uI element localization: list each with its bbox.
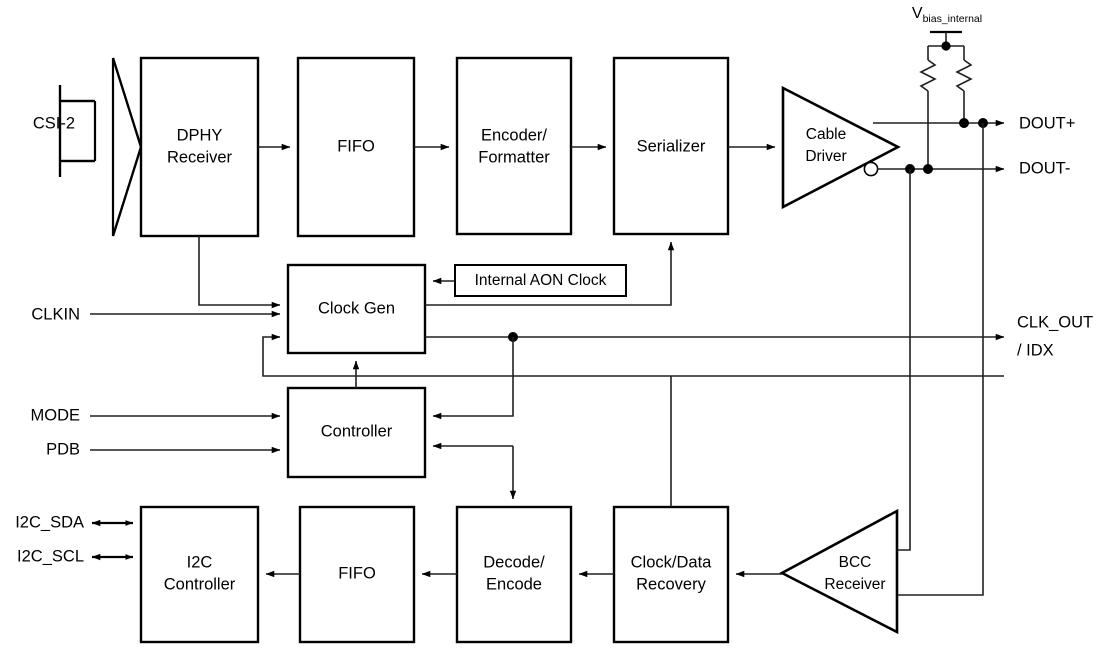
cable-driver-inverting-bubble <box>863 161 879 177</box>
block-decode-encode-label-2: Encode <box>486 575 542 593</box>
block-clock-data-recovery-label-2: Recovery <box>636 575 706 593</box>
block-clock-gen <box>286 263 427 355</box>
port-label-dout-minus: DOUT- <box>1019 159 1070 177</box>
amplifier-bcc-receiver <box>779 508 899 635</box>
block-dphy-receiver-label-1: DPHY <box>177 126 223 144</box>
wire-clkout-branch-to-controller <box>432 337 514 420</box>
block-i2c-controller-label-2: Controller <box>164 575 236 593</box>
block-clock-gen-label-1: Clock Gen <box>318 299 395 317</box>
block-fifo-bottom <box>298 505 416 644</box>
block-i2c-controller <box>139 505 260 644</box>
block-dphy-receiver-label-2: Receiver <box>167 148 233 166</box>
block-serializer <box>612 56 730 236</box>
port-label-i2c-scl: I2C_SCL <box>17 547 84 565</box>
block-fifo-bottom-label-1: FIFO <box>338 564 376 582</box>
block-fifo-top-label-1: FIFO <box>337 137 375 155</box>
resistor-right <box>955 59 973 92</box>
block-internal-aon-clock <box>454 264 627 297</box>
port-label-dout-plus: DOUT+ <box>1019 114 1075 132</box>
port-label-i2c-sda: I2C_SDA <box>15 513 84 531</box>
port-label-pdb: PDB <box>46 440 80 458</box>
wire-dphy-to-clockgen <box>198 236 281 309</box>
bias-network <box>919 30 973 169</box>
port-label-mode: MODE <box>31 406 81 424</box>
wire-clockgen-to-serializer <box>425 241 675 306</box>
port-label-csi2: CSI-2 <box>33 114 75 132</box>
block-decode-encode-label-1: Decode/ <box>483 553 545 571</box>
block-controller <box>286 386 427 479</box>
block-encoder-formatter-label-2: Formatter <box>478 148 550 166</box>
amplifier-bcc-receiver-label-2: Receiver <box>824 576 885 593</box>
block-decode-encode <box>455 505 573 644</box>
block-serializer-label-1: Serializer <box>637 137 706 155</box>
amplifier-bcc-receiver-label-1: BCC <box>839 554 872 571</box>
block-clock-data-recovery <box>612 505 730 644</box>
port-label-clk-out: CLK_OUT <box>1017 313 1093 331</box>
block-controller-label-1: Controller <box>321 422 393 440</box>
block-clock-data-recovery-label-1: Clock/Data <box>631 553 713 571</box>
dout-plus-junction-a <box>959 118 969 128</box>
wire-dout-minus-to-bcc <box>897 169 911 551</box>
amplifier-cable-driver-label-1: Cable <box>806 126 847 143</box>
resistor-left <box>919 59 937 92</box>
block-encoder-formatter <box>455 56 573 236</box>
bias-junction-dot <box>941 41 951 51</box>
wire-feedback-to-clockgen <box>262 333 1004 377</box>
amplifier-cable-driver-label-2: Driver <box>805 148 846 165</box>
block-internal-aon-clock-label-1: Internal AON Clock <box>475 272 607 289</box>
dout-minus-junction-b <box>923 164 933 174</box>
port-label-clk-out-idx: / IDX <box>1017 341 1054 359</box>
block-i2c-controller-label-1: I2C <box>187 553 213 571</box>
block-fifo-top <box>296 56 416 238</box>
port-label-clkin: CLKIN <box>31 305 80 323</box>
block-dphy-receiver <box>139 56 260 238</box>
block-encoder-formatter-label-1: Encoder/ <box>481 126 547 144</box>
wire-dout-plus-to-bcc <box>897 123 984 596</box>
bias-voltage-label: Vbias_internal <box>912 5 982 25</box>
